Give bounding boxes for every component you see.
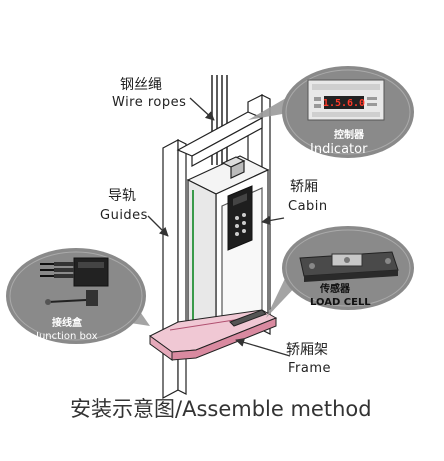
indicator-display-readout: 1.5.6.0 [323,98,365,109]
top-crossbeam [176,111,264,168]
junction-box-label-en: Junction box [35,331,98,342]
load-cell-label-zh: 传感器 [319,282,351,295]
frame-label-en: Frame [288,361,331,376]
indicator-callout: 1.5.6.0 控制器 Indicator [248,66,414,158]
frame-label-zh: 轿厢架 [286,342,328,358]
load-cell-callout: 传感器 LOAD CELL [266,226,414,318]
cabin-label-zh: 轿厢 [290,179,318,195]
cabin-label-en: Cabin [288,199,328,214]
wire-ropes-label-zh: 钢丝绳 [120,77,162,93]
junction-box-callout: 接线盒 Junction box [6,248,150,344]
load-cell-device [299,251,399,282]
wire-ropes-label: 钢丝绳 Wire ropes [112,77,186,110]
indicator-label-en: Indicator [310,142,368,157]
indicator-label-zh: 控制器 [334,128,365,141]
cabin-control-panel [227,185,253,251]
cabin-label: 轿厢 Cabin [288,179,328,214]
junction-box-label-zh: 接线盒 [52,316,83,329]
diagram-caption: 安装示意图/Assemble method [70,397,372,421]
leader-lines [147,97,291,357]
frame-label: 轿厢架 Frame [286,342,331,376]
load-cell-small [229,309,267,327]
guides-label: 导轨 Guides [100,188,148,223]
wire-ropes-label-en: Wire ropes [112,95,186,110]
load-cell-label-en: LOAD CELL [310,297,371,308]
guides-label-zh: 导轨 [108,188,136,204]
junction-box-device [40,257,109,306]
indicator-device: 1.5.6.0 [307,79,385,121]
guides-label-en: Guides [100,208,148,223]
